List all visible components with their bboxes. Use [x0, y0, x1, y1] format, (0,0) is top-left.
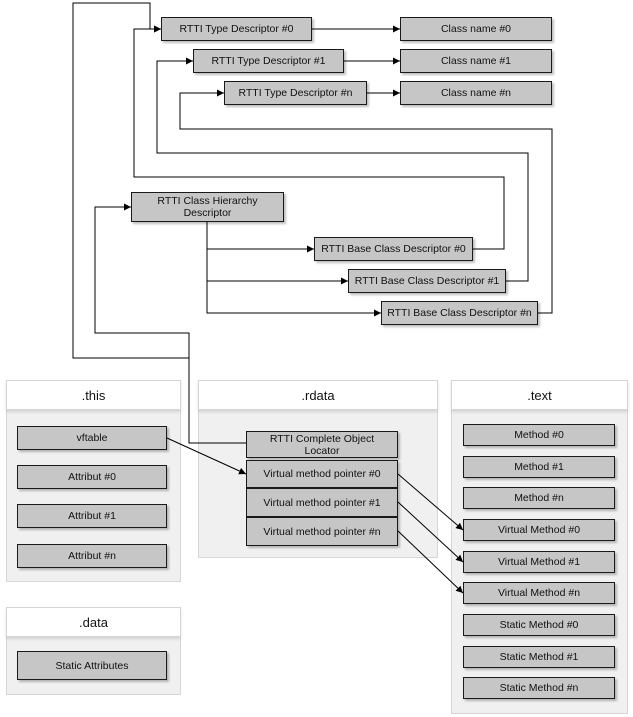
virtual-method-pointer-0[interactable]: Virtual method pointer #0 [246, 460, 398, 488]
attribut-0-box[interactable]: Attribut #0 [17, 465, 167, 489]
rtti-base-class-descriptor-n[interactable]: RTTI Base Class Descriptor #n [381, 301, 538, 325]
class-name-n[interactable]: Class name #n [400, 81, 552, 105]
arrow-locator-to-hierarchy [94, 203, 246, 444]
rtti-base-class-descriptor-0[interactable]: RTTI Base Class Descriptor #0 [314, 237, 473, 261]
arrow-vftable-to-vptr0 [166, 437, 247, 475]
virtual-method-n-box[interactable]: Virtual Method #n [463, 582, 615, 604]
rtti-type-descriptor-0[interactable]: RTTI Type Descriptor #0 [161, 17, 312, 41]
attribut-n-box[interactable]: Attribut #n [17, 544, 167, 568]
arrow-hierarchy-to-base0 [206, 221, 314, 253]
text-panel-title: .text [451, 380, 628, 410]
class-name-1[interactable]: Class name #1 [400, 49, 552, 73]
arrow-vptrn-to-vmethodn [397, 530, 464, 594]
rtti-class-hierarchy-descriptor[interactable]: RTTI Class Hierarchy Descriptor [131, 192, 284, 222]
virtual-method-0-box[interactable]: Virtual Method #0 [463, 519, 615, 541]
arrow-base1-to-type1 [156, 57, 529, 282]
attribut-1-box[interactable]: Attribut #1 [17, 504, 167, 528]
static-method-0-box[interactable]: Static Method #0 [463, 614, 615, 636]
rtti-type-descriptor-1[interactable]: RTTI Type Descriptor #1 [193, 49, 344, 73]
static-method-1-box[interactable]: Static Method #1 [463, 646, 615, 668]
arrow-vptr0-to-vmethod0 [397, 473, 464, 531]
static-attributes-box[interactable]: Static Attributes [17, 651, 167, 680]
virtual-method-pointer-1[interactable]: Virtual method pointer #1 [246, 488, 398, 517]
data-panel-title: .data [6, 607, 181, 637]
virtual-method-pointer-n[interactable]: Virtual method pointer #n [246, 517, 398, 546]
arrow-hierarchy-to-basen [206, 281, 381, 317]
arrow-basen-to-typen [179, 89, 553, 314]
arrow-base0-to-type0 [133, 25, 505, 250]
rtti-type-descriptor-n[interactable]: RTTI Type Descriptor #n [224, 81, 367, 105]
rdata-panel-title: .rdata [198, 380, 438, 410]
this-panel-title: .this [6, 380, 181, 410]
virtual-method-1-box[interactable]: Virtual Method #1 [463, 551, 615, 573]
rtti-base-class-descriptor-1[interactable]: RTTI Base Class Descriptor #1 [348, 269, 506, 293]
method-n-box[interactable]: Method #n [463, 487, 615, 509]
class-name-0[interactable]: Class name #0 [400, 17, 552, 41]
static-method-n-box[interactable]: Static Method #n [463, 677, 615, 699]
vftable-box[interactable]: vftable [17, 426, 167, 450]
method-0-box[interactable]: Method #0 [463, 424, 615, 446]
rtti-complete-object-locator[interactable]: RTTI Complete Object Locator [246, 431, 398, 458]
method-1-box[interactable]: Method #1 [463, 456, 615, 478]
arrow-vptr1-to-vmethod1 [397, 501, 464, 563]
arrow-locator-to-type0 [72, 2, 189, 359]
